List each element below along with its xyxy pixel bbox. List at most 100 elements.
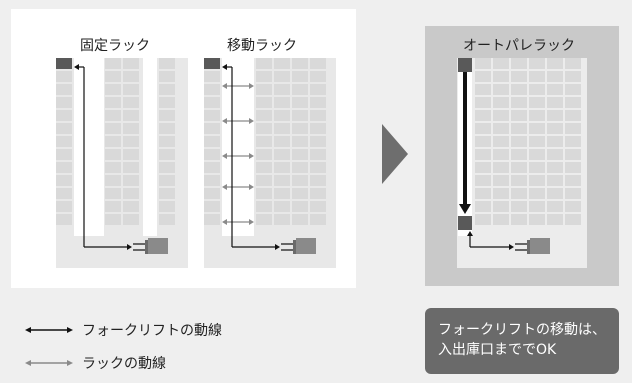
fixed-rack-aisle <box>74 58 104 236</box>
fixed-rack-col3-cell <box>159 162 175 173</box>
mobile-rack-grid-cell <box>256 136 272 147</box>
note-box: フォークリフトの移動は、 入出庫口まででOK <box>425 308 619 374</box>
mobile-rack-grid-cell <box>310 214 326 225</box>
auto-pallet-grid-cell <box>547 214 563 225</box>
auto-pallet-grid-cell <box>565 97 581 108</box>
auto-pallet-grid-cell <box>511 162 527 173</box>
auto-pallet-grid-cell <box>511 71 527 82</box>
fixed-forklift-mast <box>145 240 148 254</box>
fixed-rack-col1-cell <box>56 71 72 82</box>
auto-pallet-grid-cell <box>511 175 527 186</box>
fixed-rack-col1-top-dark <box>56 58 72 69</box>
mobile-rack-grid-cell <box>292 136 308 147</box>
mobile-rack-grid-cell <box>274 136 290 147</box>
auto-pallet-grid-cell <box>565 188 581 199</box>
auto-pallet-grid-cell <box>565 58 581 69</box>
mobile-rack-grid-cell <box>310 149 326 160</box>
auto-pallet-grid-cell <box>475 214 491 225</box>
fixed-forklift-arrow-right <box>127 244 132 250</box>
auto-pallet-title: オートパレラック <box>463 38 575 54</box>
auto-pallet-grid-cell <box>493 136 509 147</box>
auto-pallet-grid-cell <box>529 84 545 95</box>
auto-pallet-grid-cell <box>475 188 491 199</box>
mobile-rack-grid-cell <box>274 188 290 199</box>
mobile-rack-grid-cell <box>274 149 290 160</box>
mobile-forklift-fork <box>281 249 293 251</box>
mobile-rack-grid-cell <box>310 201 326 212</box>
fixed-forklift-fork <box>133 249 145 251</box>
auto-pallet-grid-cell <box>529 58 545 69</box>
mobile-rack-col1-cell <box>204 97 220 108</box>
auto-pallet-grid-cell <box>475 136 491 147</box>
auto-pallet-grid-cell <box>493 175 509 186</box>
fixed-rack-col2-cell <box>123 123 139 134</box>
auto-pallet-grid-cell <box>475 84 491 95</box>
auto-pallet-grid-cell <box>547 136 563 147</box>
mobile-rack-grid-cell <box>310 58 326 69</box>
auto-pallet-grid-cell <box>529 175 545 186</box>
fixed-rack-col2-cell <box>105 110 121 121</box>
auto-pallet-grid-cell <box>511 84 527 95</box>
mobile-rack-grid-cell <box>310 97 326 108</box>
auto-forklift-arrow-right <box>509 244 514 250</box>
fixed-rack-col2-cell <box>105 214 121 225</box>
mobile-rack-arrow-right <box>249 83 254 89</box>
fixed-rack-col2-cell <box>105 149 121 160</box>
mobile-rack-grid-cell <box>274 162 290 173</box>
mobile-rack-col1-cell <box>204 201 220 212</box>
auto-pallet-grid-cell <box>475 201 491 212</box>
auto-pallet-grid-cell <box>565 201 581 212</box>
mobile-rack-col1-cell <box>204 71 220 82</box>
auto-pallet-grid-cell <box>565 214 581 225</box>
fixed-rack-col2-cell <box>105 123 121 134</box>
fixed-rack-col2-cell <box>123 149 139 160</box>
fixed-rack-col1-cell <box>56 123 72 134</box>
mobile-rack-grid-cell <box>274 110 290 121</box>
auto-pallet-grid-cell <box>547 71 563 82</box>
mobile-rack-aisle <box>222 58 254 236</box>
auto-pallet-grid-cell <box>511 136 527 147</box>
auto-pallet-grid-cell <box>511 58 527 69</box>
mobile-rack-title: 移動ラック <box>227 38 297 54</box>
auto-pallet-grid-cell <box>565 110 581 121</box>
auto-pallet-grid-cell <box>565 84 581 95</box>
auto-pallet-grid-cell <box>493 214 509 225</box>
auto-pallet-grid-cell <box>475 149 491 160</box>
fixed-rack-col1-cell <box>56 97 72 108</box>
fixed-rack-col2-cell <box>105 58 121 69</box>
fixed-forklift-body <box>148 238 168 254</box>
auto-pallet-grid-cell <box>511 97 527 108</box>
mobile-rack-grid-cell <box>256 84 272 95</box>
auto-pallet-grid-cell <box>547 201 563 212</box>
mobile-rack-grid-cell <box>292 175 308 186</box>
auto-pallet-grid-cell <box>547 175 563 186</box>
legend-rack-label: ラックの動線 <box>82 356 166 372</box>
auto-pallet-grid-cell <box>511 188 527 199</box>
mobile-rack-grid-cell <box>292 110 308 121</box>
auto-pallet-grid-cell <box>529 188 545 199</box>
fixed-rack-col2-cell <box>105 84 121 95</box>
auto-pallet-grid-cell <box>547 188 563 199</box>
auto-pallet-grid-cell <box>547 84 563 95</box>
mobile-rack-grid-cell <box>256 97 272 108</box>
mobile-rack-grid-cell <box>310 71 326 82</box>
mobile-rack-col1-cell <box>204 84 220 95</box>
auto-forklift-arrow-up <box>467 231 473 236</box>
mobile-rack-grid-cell <box>256 188 272 199</box>
auto-pallet-grid-cell <box>493 149 509 160</box>
fixed-rack-col2-cell <box>105 162 121 173</box>
fixed-rack-col3-cell <box>159 175 175 186</box>
auto-pallet-grid-cell <box>565 149 581 160</box>
mobile-rack-grid-cell <box>292 214 308 225</box>
auto-pallet-grid-cell <box>565 175 581 186</box>
mobile-rack-arrow-right <box>249 219 254 225</box>
mobile-rack-grid-cell <box>310 123 326 134</box>
mobile-rack-arrow-right <box>249 184 254 190</box>
fixed-rack-col2-cell <box>123 162 139 173</box>
note-line-2: 入出庫口まででOK <box>438 342 557 358</box>
mobile-rack-grid-cell <box>274 123 290 134</box>
fixed-rack-col2-cell <box>123 71 139 82</box>
auto-pallet-grid-cell <box>475 123 491 134</box>
auto-forklift-fork <box>515 249 527 251</box>
